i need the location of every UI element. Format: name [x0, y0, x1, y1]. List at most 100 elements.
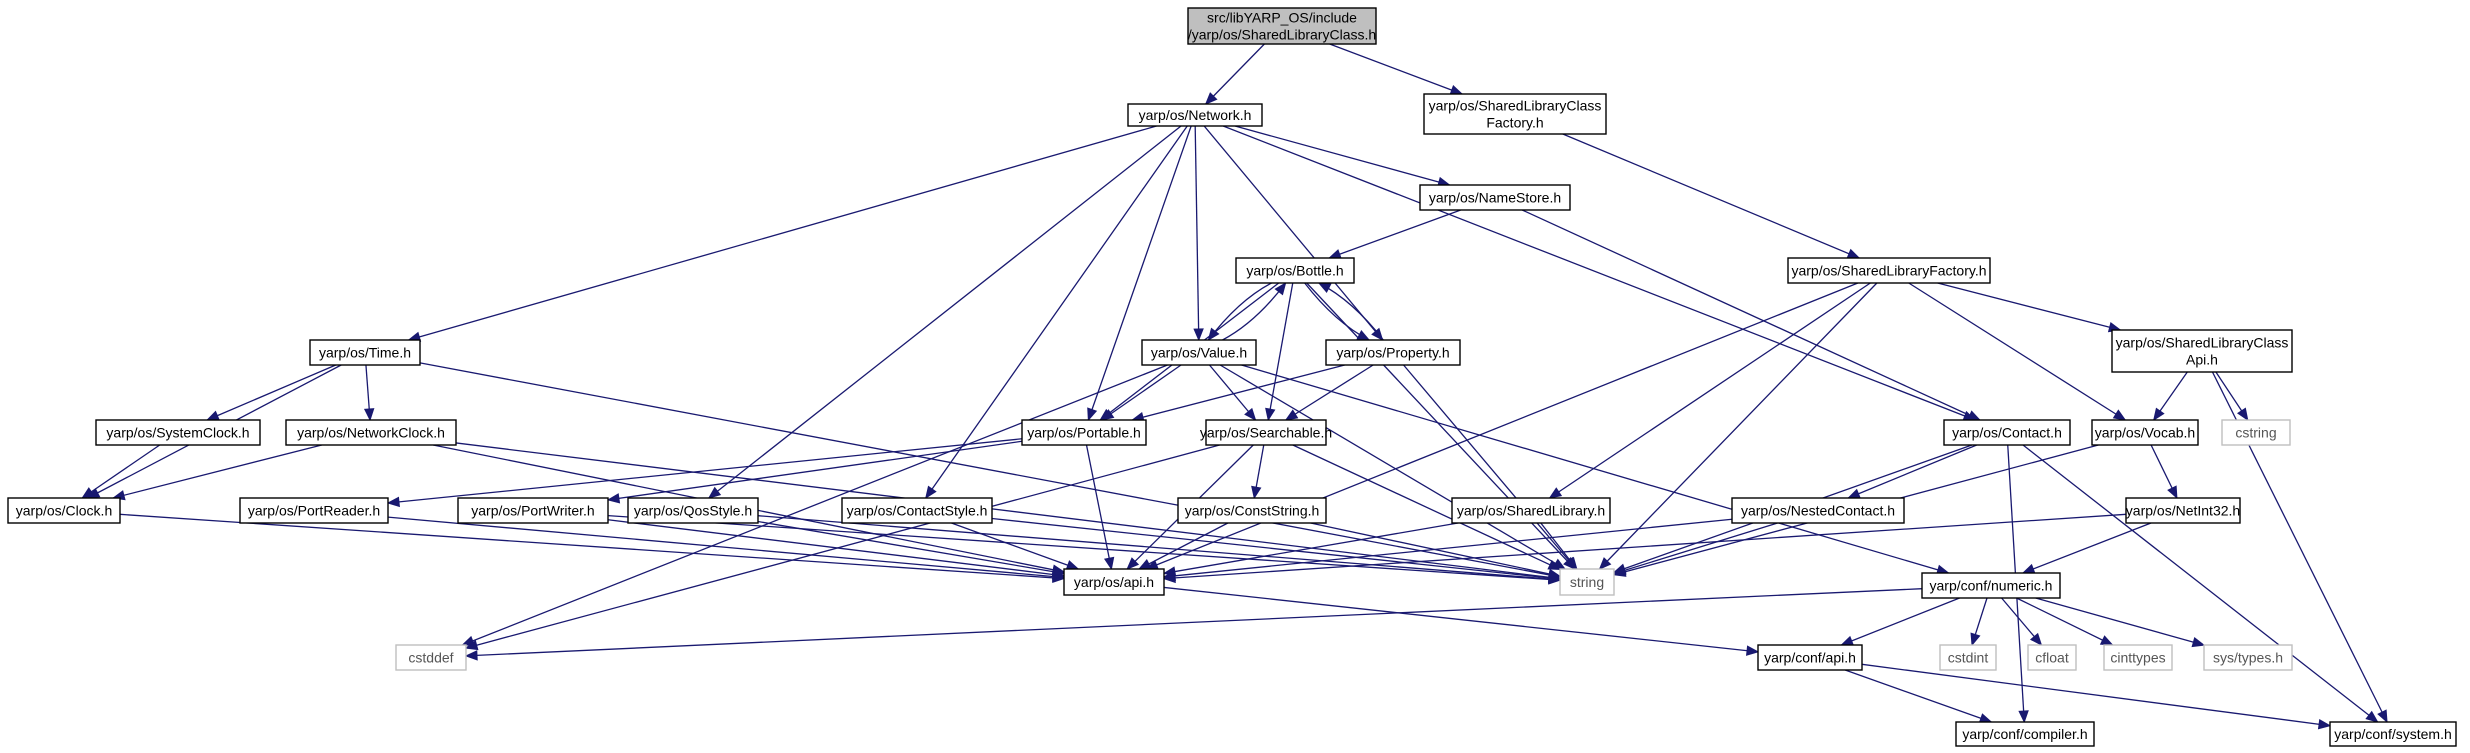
arrowhead-systemclock-to-clock [81, 487, 95, 499]
node-root[interactable]: src/libYARP_OS/include/yarp/os/SharedLib… [1187, 7, 1377, 45]
node-system[interactable]: yarp/conf/system.h [2329, 721, 2457, 747]
node-label: yarp/os/NameStore.h [1429, 190, 1561, 206]
node-box [2111, 329, 2293, 373]
edge-slcapi-to-system [2211, 371, 2388, 723]
node-networkclock[interactable]: yarp/os/NetworkClock.h [285, 419, 457, 446]
node-box [2125, 497, 2241, 524]
arrowhead-qosstyle-to-osapi [1051, 566, 1066, 577]
edge-netint32-to-numeric [2022, 522, 2152, 574]
edge-root-to-network [1205, 43, 1265, 105]
edge-value-to-string [1219, 364, 1566, 570]
edge-portreader-to-osapi [387, 516, 1065, 579]
node-box [1921, 572, 2061, 599]
node-box [1205, 419, 1327, 446]
arrowhead-network-to-value [1193, 328, 1204, 342]
node-sharedlibrary[interactable]: yarp/os/SharedLibrary.h [1451, 497, 1611, 524]
node-systemclock[interactable]: yarp/os/SystemClock.h [95, 419, 261, 446]
node-bottle[interactable]: yarp/os/Bottle.h [1235, 257, 1355, 284]
arrowhead-numeric-to-systypes [2191, 637, 2206, 648]
node-compiler[interactable]: yarp/conf/compiler.h [1955, 721, 2095, 747]
arrowhead-confapi-to-system [2317, 719, 2332, 730]
edge-osapi-to-confapi [1163, 586, 1759, 653]
node-numeric[interactable]: yarp/conf/numeric.h [1921, 572, 2061, 599]
node-label: yarp/os/Property.h [1336, 345, 1449, 361]
node-slfactory[interactable]: yarp/os/SharedLibraryFactory.h [1787, 257, 1991, 284]
node-box [457, 497, 609, 524]
node-time[interactable]: yarp/os/Time.h [309, 339, 421, 366]
node-box [1063, 568, 1165, 596]
node-namestore[interactable]: yarp/os/NameStore.h [1419, 184, 1571, 211]
node-network[interactable]: yarp/os/Network.h [1127, 103, 1263, 127]
node-label: yarp/conf/compiler.h [1962, 726, 2087, 742]
edge-property-to-searchable [1285, 364, 1374, 421]
arrowhead-network-to-qosstyle [707, 486, 722, 499]
edge-bottle-to-searchable [1267, 282, 1294, 421]
node-qosstyle[interactable]: yarp/os/QosStyle.h [627, 497, 759, 524]
node-string: string [1559, 568, 1615, 596]
node-confapi[interactable]: yarp/conf/api.h [1757, 644, 1863, 671]
edge-portwriter-to-string [607, 514, 1561, 581]
node-box [309, 339, 421, 366]
node-box [1955, 721, 2095, 747]
node-label: yarp/os/SystemClock.h [106, 425, 249, 441]
node-label: Api.h [2186, 352, 2218, 368]
node-label: /yarp/os/SharedLibraryClass.h [1188, 27, 1376, 43]
arrowhead-bottle-to-searchable [1265, 407, 1276, 422]
arrowhead-searchable-to-cstddef [464, 640, 479, 651]
edge-value-to-portable [1101, 364, 1182, 421]
node-label: yarp/os/SharedLibraryClass [1429, 98, 1602, 114]
edge-numeric-to-confapi [1841, 597, 1960, 646]
node-label: yarp/os/PortReader.h [248, 503, 380, 519]
node-vocab[interactable]: yarp/os/Vocab.h [2091, 419, 2199, 446]
arrowhead-property-to-bottle [1317, 282, 1332, 293]
node-osapi[interactable]: yarp/os/api.h [1063, 568, 1165, 596]
edge-confapi-to-compiler [1844, 669, 1992, 723]
arrowhead-slcfactory-to-slfactory [1846, 248, 1861, 259]
node-searchable[interactable]: yarp/os/Searchable.h [1200, 419, 1332, 446]
node-label: Factory.h [1486, 115, 1543, 131]
node-contact[interactable]: yarp/os/Contact.h [1943, 419, 2071, 446]
arrowhead-netint32-to-numeric [2021, 563, 2036, 574]
edge-namestore-to-contact [1521, 209, 1981, 421]
node-box [1423, 93, 1607, 135]
arrowhead-portable-to-osapi [1103, 556, 1115, 571]
node-portwriter[interactable]: yarp/os/PortWriter.h [457, 497, 609, 524]
node-label: yarp/os/Network.h [1139, 107, 1252, 123]
edge-conststring-to-string [1310, 522, 1561, 577]
node-cfloat: cfloat [2027, 644, 2077, 671]
arrowhead-property-to-searchable [1284, 409, 1299, 421]
node-label: yarp/os/SharedLibrary.h [1457, 503, 1605, 519]
node-netint32[interactable]: yarp/os/NetInt32.h [2125, 497, 2241, 524]
node-box [1177, 497, 1327, 524]
node-label: yarp/os/Contact.h [1952, 425, 2062, 441]
arrowhead-namestore-to-contact [1967, 410, 1981, 421]
node-conststring[interactable]: yarp/os/ConstString.h [1177, 497, 1327, 524]
edge-network-to-portable [1087, 125, 1192, 421]
arrowhead-value-to-cstddef [461, 635, 476, 646]
node-contactstyle[interactable]: yarp/os/ContactStyle.h [841, 497, 993, 524]
node-box [1187, 7, 1377, 45]
edge-numeric-to-systypes [2035, 597, 2205, 646]
arrowhead-root-to-slcfactory [1449, 85, 1464, 95]
arrowhead-namestore-to-bottle [1328, 249, 1342, 259]
node-portreader[interactable]: yarp/os/PortReader.h [239, 497, 389, 524]
node-nestedcontact[interactable]: yarp/os/NestedContact.h [1731, 497, 1905, 524]
edge-bottle-to-value [1207, 282, 1272, 341]
edge-network-to-time [408, 125, 1157, 341]
edge-contactstyle-to-osapi [951, 522, 1079, 570]
arrowhead-numeric-to-confapi [1840, 635, 1855, 646]
node-label: yarp/os/SharedLibraryClass [2116, 335, 2289, 351]
node-value[interactable]: yarp/os/Value.h [1141, 339, 1257, 366]
node-property[interactable]: yarp/os/Property.h [1325, 339, 1461, 366]
node-portable[interactable]: yarp/os/Portable.h [1021, 419, 1147, 446]
node-clock[interactable]: yarp/os/Clock.h [7, 497, 121, 524]
arrowhead-value-to-portable [1100, 409, 1115, 421]
edge-slfactory-to-vocab [1908, 282, 2126, 421]
edge-portable-to-portreader [387, 438, 1023, 504]
node-label: yarp/os/Bottle.h [1246, 263, 1343, 279]
arrowhead-searchable-to-conststring [1251, 485, 1262, 500]
arrowhead-value-to-bottle [1274, 281, 1287, 296]
